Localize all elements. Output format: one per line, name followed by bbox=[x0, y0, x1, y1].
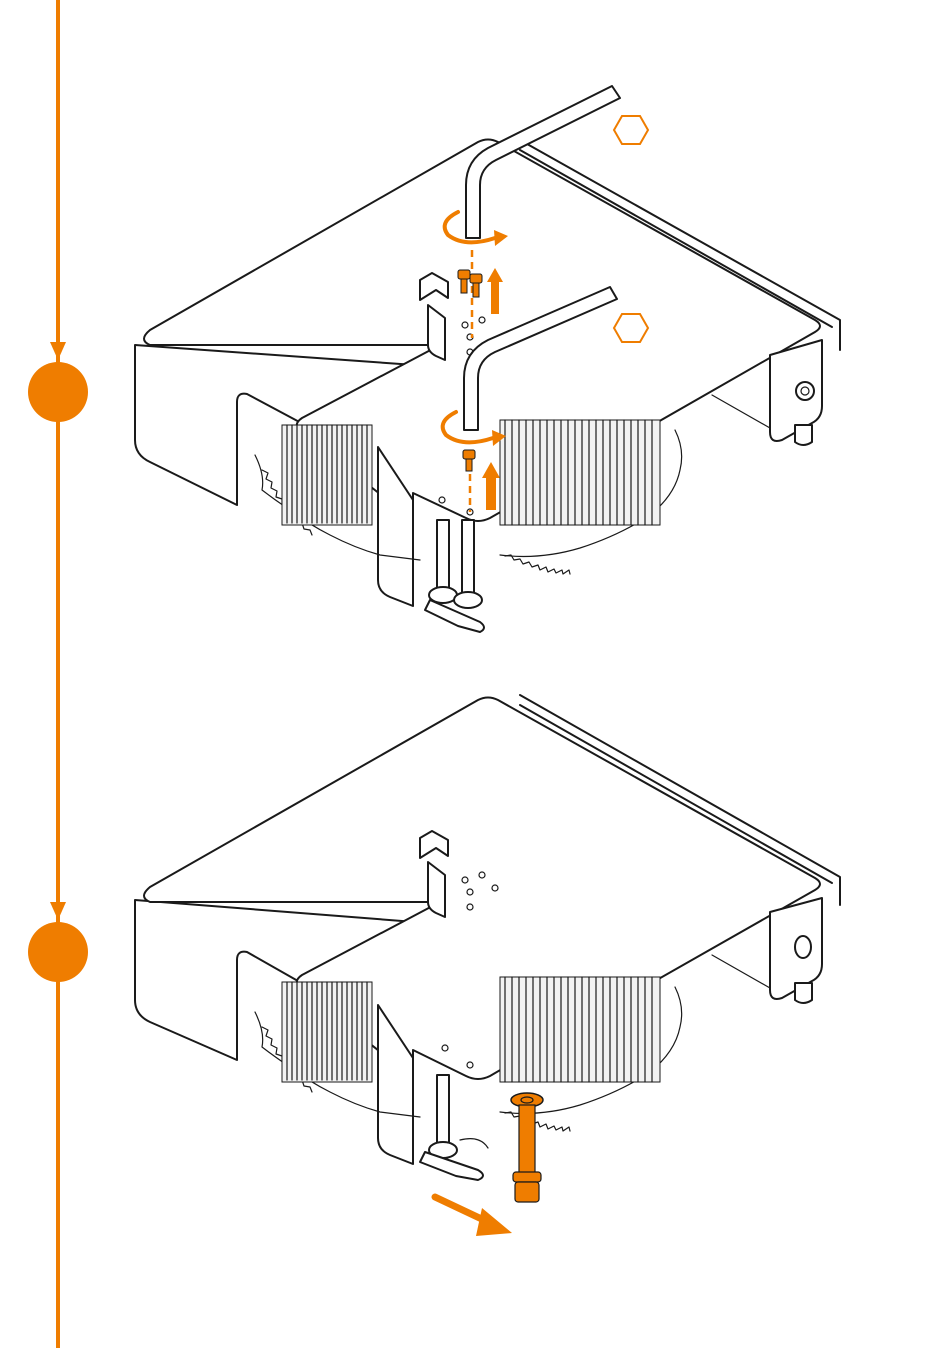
timeline bbox=[28, 0, 88, 1348]
fan-fins-right bbox=[500, 977, 660, 1082]
pull-out-arrow bbox=[435, 1197, 512, 1236]
rear-foot bbox=[795, 425, 812, 445]
rear-bracket-lower bbox=[712, 395, 770, 428]
long-pin bbox=[511, 1093, 543, 1202]
fan-fins-left bbox=[282, 425, 372, 525]
pivot-hole bbox=[795, 936, 811, 958]
panel-remove-screws bbox=[135, 86, 840, 632]
housing-top-plate bbox=[144, 698, 820, 1080]
pivot-bolt bbox=[796, 382, 814, 400]
rear-bracket-lower bbox=[712, 955, 770, 988]
housing-top-plate bbox=[144, 140, 820, 522]
timeline-arrow-1 bbox=[50, 342, 66, 360]
fan-fins-right bbox=[500, 420, 660, 525]
rear-foot bbox=[795, 983, 812, 1003]
step-marker-2 bbox=[28, 922, 88, 982]
step-marker-1 bbox=[28, 362, 88, 422]
hinge-post bbox=[420, 1075, 488, 1180]
hinge-posts bbox=[425, 520, 484, 632]
hex-tool-icon bbox=[614, 116, 648, 144]
timeline-arrow-2 bbox=[50, 902, 66, 920]
fan-fins-left bbox=[282, 982, 372, 1082]
panel-remove-pin bbox=[135, 695, 840, 1236]
